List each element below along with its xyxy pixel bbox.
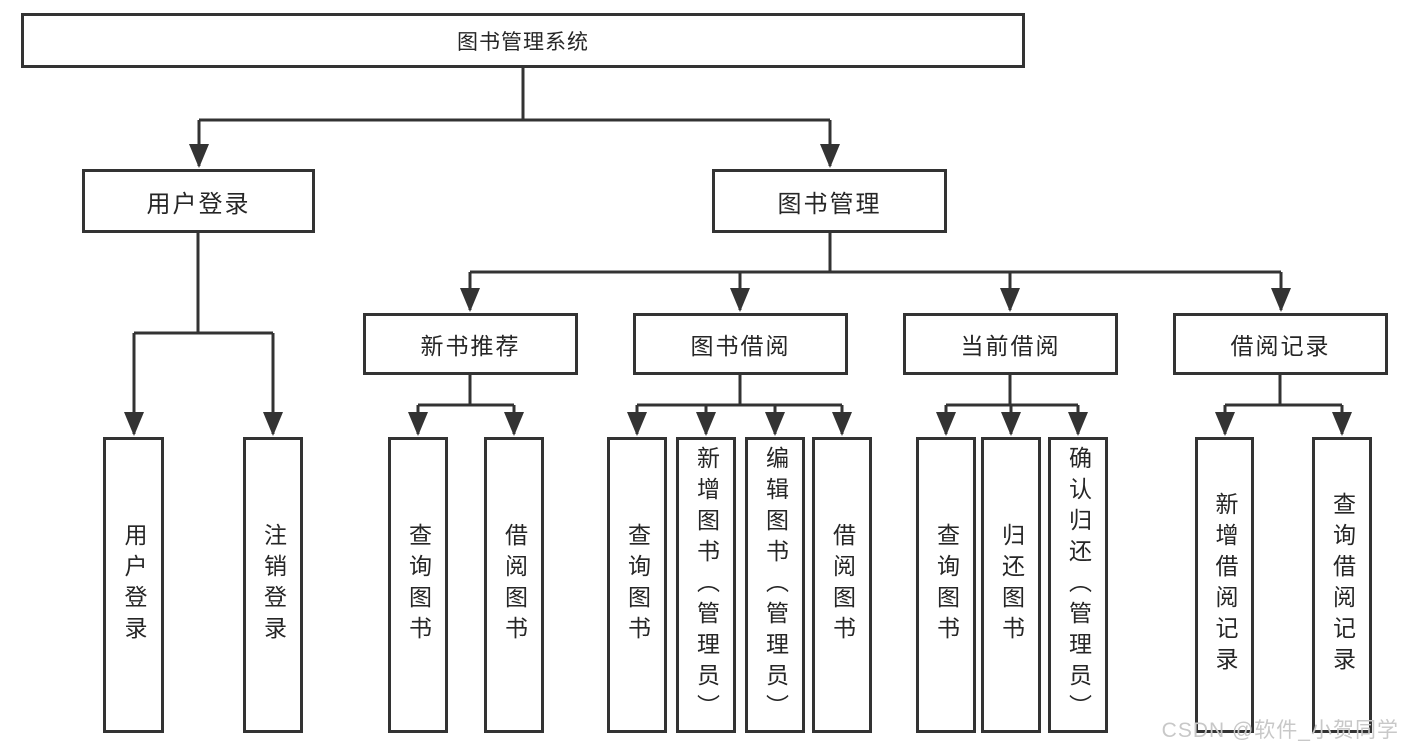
- connector-borrow-records-trunk: [1225, 375, 1342, 407]
- node-leaf-rec-query-books: 查询图书: [388, 437, 448, 733]
- node-root: 图书管理系统: [21, 13, 1025, 68]
- node-leaf-cb-query-books: 查询图书: [916, 437, 976, 733]
- node-book-mgmt-branch-label: 图书管理: [777, 190, 882, 218]
- node-leaf-br-query-record: 查询借阅记录: [1312, 437, 1372, 733]
- node-leaf-cb-return-books-label: 归还图书: [998, 523, 1025, 647]
- node-book-borrow: 图书借阅: [633, 313, 848, 375]
- node-leaf-cb-query-books-label: 查询图书: [933, 523, 960, 647]
- node-leaf-logout: 注销登录: [243, 437, 303, 733]
- node-leaf-user-login-label: 用户登录: [121, 523, 147, 647]
- node-borrow-records: 借阅记录: [1173, 313, 1388, 375]
- connector-user-login-trunk: [134, 233, 273, 335]
- connector-book-mgmt-trunk: [470, 233, 1281, 274]
- connector-new-book-rec-trunk: [418, 375, 514, 407]
- node-leaf-br-query-record-label: 查询借阅记录: [1329, 492, 1356, 678]
- node-leaf-bb-add-books-label: 新增图书（管理员）: [693, 445, 720, 725]
- node-current-borrow-label: 当前借阅: [960, 333, 1061, 359]
- node-leaf-rec-query-books-label: 查询图书: [405, 523, 432, 647]
- node-book-mgmt-branch: 图书管理: [712, 169, 947, 233]
- node-leaf-cb-confirm-return-label: 确认归还（管理员）: [1065, 445, 1092, 725]
- node-leaf-bb-borrow-books-label: 借阅图书: [829, 523, 856, 647]
- connector-book-borrow-trunk: [637, 375, 842, 407]
- csdn-watermark: CSDN @软件_小贺同学: [1161, 719, 1399, 742]
- node-book-borrow-label: 图书借阅: [690, 333, 791, 359]
- node-leaf-bb-query-books-label: 查询图书: [624, 523, 651, 647]
- node-leaf-bb-borrow-books: 借阅图书: [812, 437, 872, 733]
- node-current-borrow: 当前借阅: [903, 313, 1118, 375]
- node-leaf-br-add-record: 新增借阅记录: [1195, 437, 1254, 733]
- node-new-book-rec-label: 新书推荐: [420, 333, 521, 359]
- node-leaf-bb-query-books: 查询图书: [607, 437, 667, 733]
- node-leaf-bb-edit-books: 编辑图书（管理员）: [745, 437, 805, 733]
- node-leaf-br-add-record-label: 新增借阅记录: [1212, 492, 1238, 678]
- node-leaf-cb-return-books: 归还图书: [981, 437, 1041, 733]
- node-root-label: 图书管理系统: [457, 30, 589, 54]
- connector-current-borrow-trunk: [946, 375, 1078, 407]
- node-new-book-rec: 新书推荐: [363, 313, 578, 375]
- connector-root-trunk: [199, 68, 830, 122]
- node-leaf-bb-edit-books-label: 编辑图书（管理员）: [762, 445, 789, 725]
- node-user-login-branch-label: 用户登录: [146, 190, 251, 218]
- node-leaf-rec-borrow-books-label: 借阅图书: [501, 523, 528, 647]
- node-borrow-records-label: 借阅记录: [1230, 333, 1331, 359]
- node-leaf-logout-label: 注销登录: [260, 523, 287, 647]
- node-leaf-rec-borrow-books: 借阅图书: [484, 437, 544, 733]
- node-user-login-branch: 用户登录: [82, 169, 315, 233]
- node-leaf-bb-add-books: 新增图书（管理员）: [676, 437, 736, 733]
- node-leaf-cb-confirm-return: 确认归还（管理员）: [1048, 437, 1108, 733]
- node-leaf-user-login: 用户登录: [103, 437, 164, 733]
